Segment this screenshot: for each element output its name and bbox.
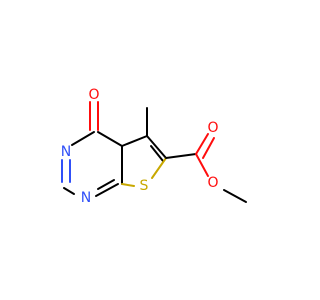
bond-o-methyl [223,189,247,203]
atom-s: S [140,178,149,194]
bond-ester-c-o [195,153,209,177]
bond-c4a-c5 [121,135,148,147]
bond-c4a-c4 [97,131,123,147]
atom-n1: N [81,190,91,206]
atom-labels: O N N S O O [61,87,219,206]
atom-o-ester-single: O [207,175,218,191]
bond-c6-carbonyl-c [165,153,197,159]
bond-ester-co [195,133,209,155]
bond-ester-co-double [202,137,215,159]
bond-c4-n3 [71,131,95,146]
bond-n1-c7a [95,183,119,197]
bond-c2-n1 [63,187,75,195]
atom-o-carbonyl: O [88,87,99,103]
bond-c5-c6-double [150,145,164,162]
molecule-diagram: O N N S O O [60,87,247,206]
atom-o-ester-carbonyl: O [207,120,218,136]
bond-c6-s [151,157,167,179]
bond-s-c7a [121,183,135,187]
structure-svg: O N N S O O [61,87,247,206]
bonds [61,101,247,203]
bond-c5-c6 [146,135,167,159]
bond-n1-c7a-inner [97,179,115,190]
atom-n3: N [61,144,71,160]
